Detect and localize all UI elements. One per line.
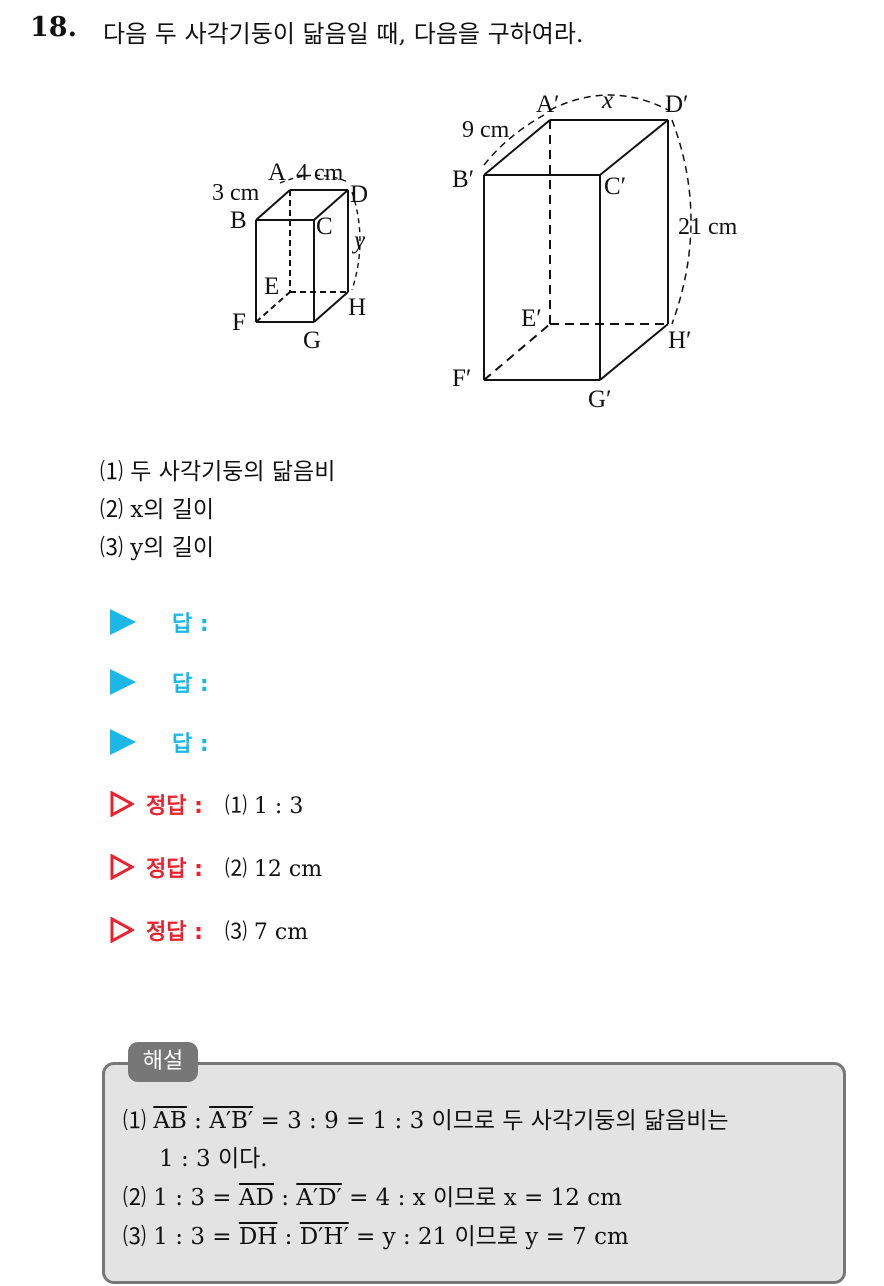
vertex-b: B [230,207,247,234]
correct-label: 정답 : [146,794,203,819]
answer-label: 답 : [172,612,209,637]
solution-line-1-cont: 1 : 3 이다. [159,1146,268,1172]
vertex-c: C [316,213,333,240]
vertex-f: F [232,309,246,336]
large-ad-length: x [601,87,613,114]
question-number: 18. [30,12,77,43]
vertex-h-prime: H′ [668,327,692,354]
answer-label: 답 : [172,672,209,697]
solution-text: ⑵ 1 : 3 = [123,1185,239,1211]
prism-figure: A D B C E H F G 3 cm 4 cm y A′ D′ B′ C′ … [190,80,770,420]
solution-tag: 해설 [128,1042,198,1082]
answer-row-3: 답 : [110,724,209,760]
solution-text: ⑶ 1 : 3 = [123,1224,239,1250]
segment-ab: AB [153,1108,187,1134]
segment-dh: DH [238,1224,278,1250]
solution-line-1: ⑴ AB : A′B′ = 3 : 9 = 1 : 3 이므로 두 사각기둥의 … [123,1101,729,1135]
solution-text: : [273,1185,297,1211]
outline-triangle-icon [110,854,134,880]
solution-line-3: ⑶ 1 : 3 = DH : D′H′ = y : 21 이므로 y = 7 c… [123,1217,629,1251]
small-ab-length: 3 cm [212,180,260,206]
correct-row-1: 정답 : ⑴ 1 : 3 [110,786,303,822]
vertex-g: G [303,327,321,354]
vertex-g-prime: G′ [588,386,612,413]
subquestion-1: ⑴ 두 사각기둥의 닮음비 [100,459,336,485]
correct-label: 정답 : [146,857,203,882]
vertex-a-prime: A′ [536,91,560,118]
correct-label: 정답 : [146,920,203,945]
solution-text: ⑴ [123,1108,154,1134]
vertex-h: H [348,294,366,321]
outline-triangle-icon [110,791,134,817]
correct-answer-3: ⑶ 7 cm [224,920,309,945]
solution-text: : [186,1108,210,1134]
subquestion-3: ⑶ y의 길이 [100,535,215,561]
vertex-e-prime: E′ [521,305,542,332]
correct-answer-1: ⑴ 1 : 3 [224,794,304,819]
segment-apbp: A′B′ [209,1108,254,1134]
small-dh-length: y [351,227,366,254]
subquestion-2: ⑵ x의 길이 [100,497,215,523]
correct-answer-2: ⑵ 12 cm [224,857,323,882]
question-text: 다음 두 사각기둥이 닮음일 때, 다음을 구하여라. [103,20,584,48]
solution-text: : [277,1224,300,1250]
vertex-d-prime: D′ [665,91,689,118]
large-dh-length: 21 cm [678,214,738,240]
solution-text: = 4 : x 이므로 x = 12 cm [341,1185,622,1211]
correct-row-3: 정답 : ⑶ 7 cm [110,912,308,948]
large-ab-length: 9 cm [462,117,510,143]
solution-text: = y : 21 이므로 y = 7 cm [348,1224,629,1250]
solution-line-2: ⑵ 1 : 3 = AD : A′D′ = 4 : x 이므로 x = 12 c… [123,1178,622,1212]
play-triangle-icon [110,609,136,635]
answer-row-2: 답 : [110,664,209,700]
correct-row-2: 정답 : ⑵ 12 cm [110,849,322,885]
vertex-a: A [268,159,286,186]
answer-row-1: 답 : [110,604,209,640]
prisms-diagram: A D B C E H F G 3 cm 4 cm y A′ D′ B′ C′ … [212,87,738,413]
play-triangle-icon [110,729,136,755]
small-ad-length: 4 cm [296,160,344,186]
answer-label: 답 : [172,732,209,757]
small-prism [255,174,361,323]
play-triangle-icon [110,669,136,695]
solution-box: ⑴ AB : A′B′ = 3 : 9 = 1 : 3 이므로 두 사각기둥의 … [102,1062,846,1284]
vertex-d: D [350,181,368,208]
vertex-f-prime: F′ [452,365,471,392]
segment-apdp: A′D′ [296,1185,342,1211]
segment-dphp: D′H′ [299,1224,349,1250]
vertex-e: E [264,273,279,300]
vertex-c-prime: C′ [604,173,626,200]
segment-ad: AD [238,1185,274,1211]
solution-text: = 3 : 9 = 1 : 3 이므로 두 사각기둥의 닮음비는 [253,1108,729,1134]
outline-triangle-icon [110,917,134,943]
large-prism [483,94,692,381]
vertex-b-prime: B′ [452,166,474,193]
